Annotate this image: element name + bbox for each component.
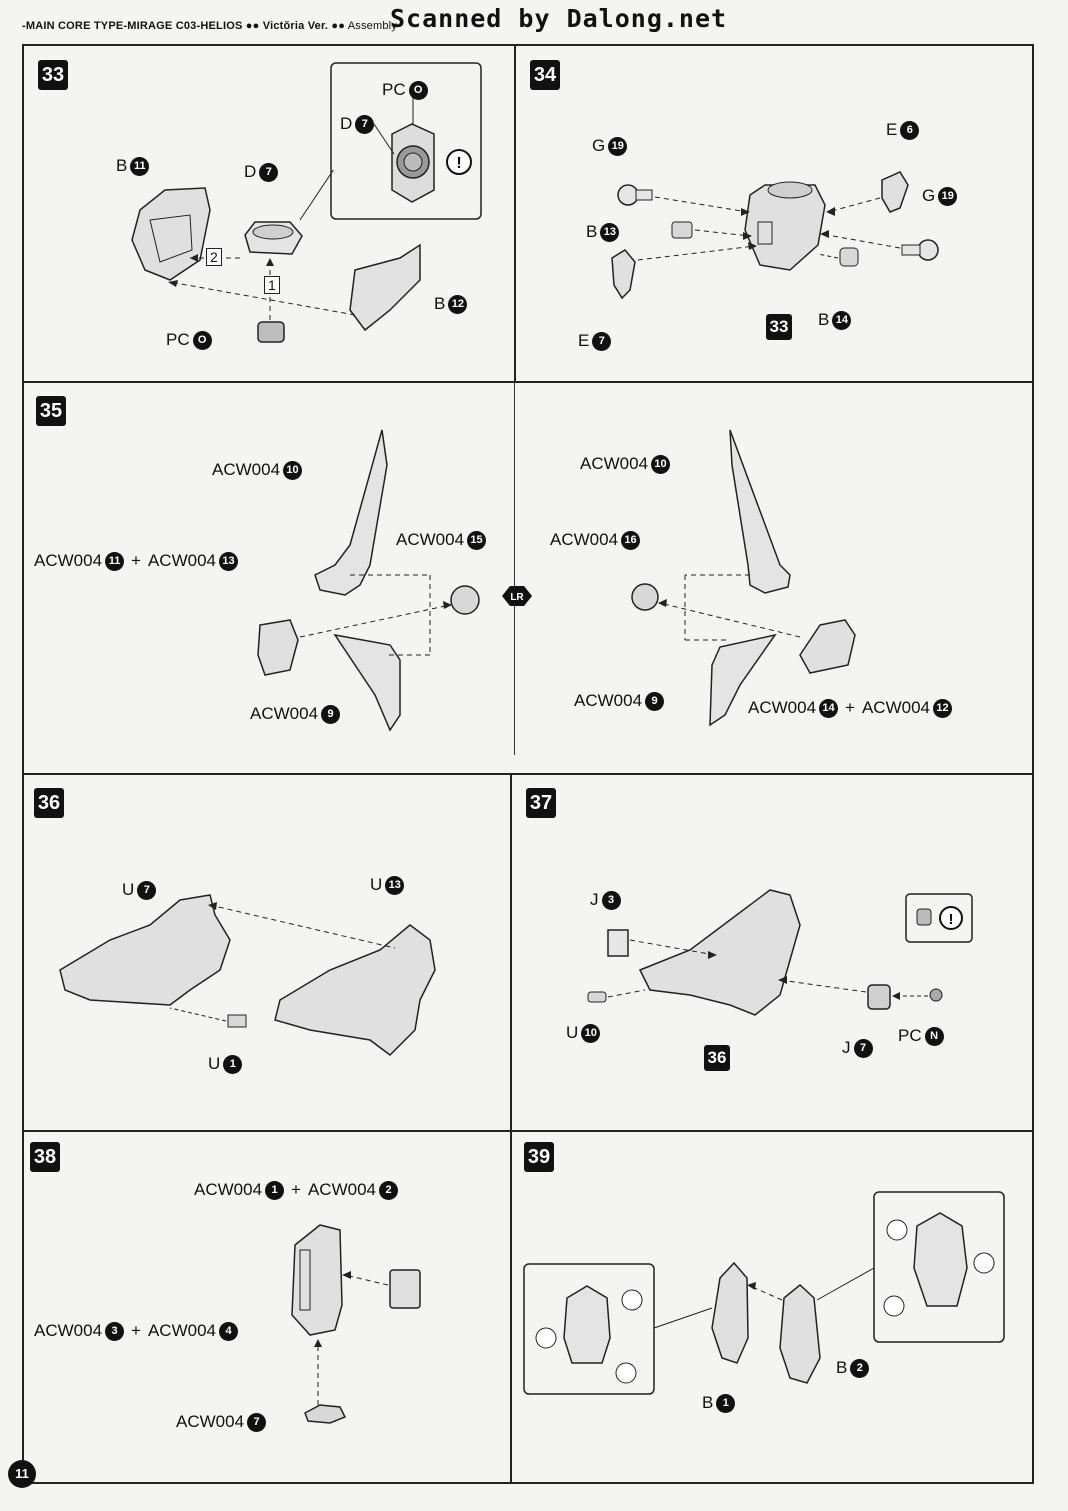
svg-text:!: ! [949, 911, 954, 928]
divider [514, 381, 515, 755]
divider [514, 44, 516, 381]
instruction-grid [22, 44, 1034, 1484]
step-number: 37 [526, 788, 556, 818]
step34-diagram [611, 171, 939, 300]
dots-icon: ●● [331, 20, 348, 32]
step-number: 33 [38, 60, 68, 90]
step39-diagram [523, 1191, 1005, 1395]
step33-diagram [131, 170, 421, 343]
scan-credit: Scanned by Dalong.net [390, 4, 728, 33]
assembly-label: Assembly [347, 20, 398, 32]
step-number: 36 [34, 788, 64, 818]
divider [510, 773, 512, 1484]
step35-left-diagram [257, 429, 480, 732]
step36-diagram [59, 894, 436, 1056]
page-number: 11 [8, 1460, 36, 1488]
model-title: -MAIN CORE TYPE-MIRAGE C03-HELIOS [22, 20, 243, 32]
step35-right-diagram [631, 429, 856, 727]
step-number: 39 [524, 1142, 554, 1172]
divider [22, 1130, 1034, 1132]
step37-diagram [587, 889, 943, 1016]
svg-text:LR: LR [510, 592, 524, 603]
divider [22, 381, 1034, 383]
header-title: -MAIN CORE TYPE-MIRAGE C03-HELIOS ●● Vic… [22, 20, 397, 32]
step-number: 34 [530, 60, 560, 90]
step-number: 35 [36, 396, 66, 426]
reference-step-tag: 33 [766, 314, 792, 340]
step-number: 38 [30, 1142, 60, 1172]
detail-inset: ! [905, 893, 973, 943]
detail-inset [330, 62, 482, 220]
reference-step-tag: 36 [704, 1045, 730, 1071]
dots-icon: ●● [245, 20, 263, 32]
step38-diagram [291, 1224, 421, 1424]
svg-text:!: ! [456, 155, 461, 172]
order-box: 2 [206, 248, 222, 266]
order-box: 1 [264, 276, 280, 294]
version-label: Victŏria Ver. [262, 20, 329, 32]
lr-badge-icon: LR [502, 586, 532, 606]
caution-icon: ! [446, 149, 472, 175]
divider [22, 773, 1034, 775]
